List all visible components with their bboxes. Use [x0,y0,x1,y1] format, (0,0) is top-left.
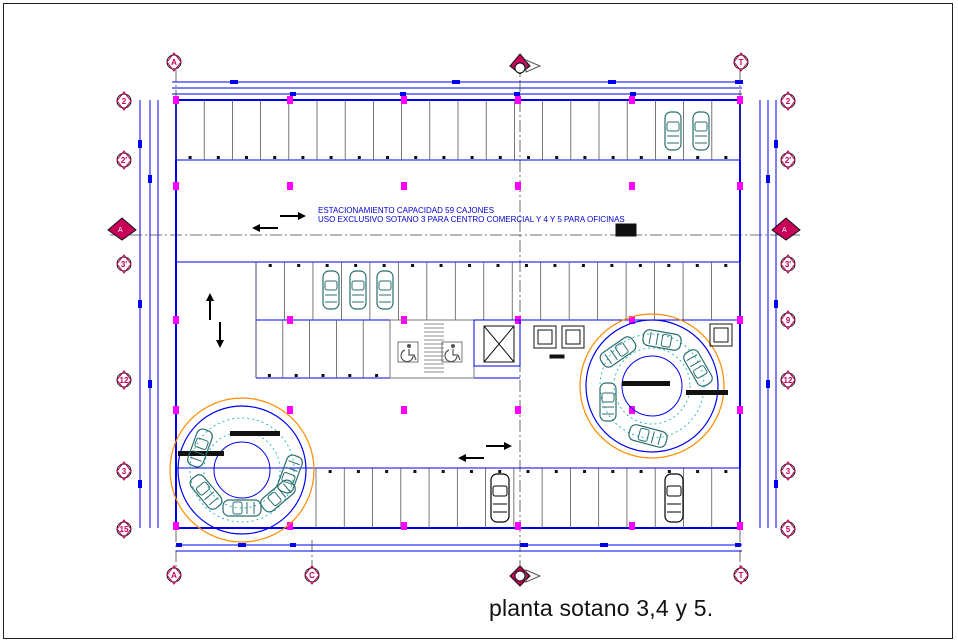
axis-marker-left: 15 [116,519,132,539]
svg-text:15: 15 [120,525,129,534]
axis-marker-right: 3' [780,254,796,274]
car-icon [275,452,305,496]
section-marker-right: A [771,217,801,241]
svg-text:2: 2 [786,97,791,106]
axis-marker-left: 12 [116,370,132,390]
dimension-ticks [138,80,778,547]
section-marker-top [509,53,542,75]
car-icon [599,382,617,422]
car-icon [222,499,262,517]
axis-marker-top-a: A [166,52,182,72]
section-marker-right-label: A [782,227,787,234]
car-icon [626,422,670,450]
section-marker-bottom [509,565,542,587]
svg-text:T: T [739,58,744,67]
svg-text:12: 12 [120,376,129,385]
svg-text:2': 2' [121,156,127,165]
axis-marker-right: 12 [780,370,796,390]
drawing-title: planta sotano 3,4 y 5. [489,595,714,621]
car-icon [641,328,683,352]
svg-text:2: 2 [122,97,127,106]
svg-text:3: 3 [122,467,127,476]
svg-text:A: A [171,58,177,67]
axis-marker-right: 3 [780,461,796,481]
car-icon [187,471,225,513]
columns [173,96,743,530]
axis-marker-left: 3' [116,254,132,274]
axis-marker-right: 2 [780,91,796,111]
axis-marker-left: 3 [116,461,132,481]
axis-marker-right: 2' [780,150,796,170]
section-marker-left: A [107,217,137,241]
axis-marker-right: 9 [780,310,796,330]
svg-text:T: T [739,571,744,580]
axis-marker-bottom-a: A [166,565,182,585]
traffic-arrows [206,212,512,462]
svg-text:3: 3 [786,467,791,476]
capacity-note: ESTACIONAMIENTO CAPACIDAD 59 CAJONES [318,206,494,215]
stair-core [389,223,733,379]
svg-text:9: 9 [786,316,791,325]
parking-stalls [175,100,741,528]
svg-text:A: A [171,571,177,580]
accessible-parking-icon [441,341,463,363]
svg-text:2': 2' [785,156,791,165]
axis-marker-left: 2 [116,91,132,111]
accessible-parking-icon [397,341,419,363]
dimension-lines [139,81,777,552]
axis-marker-bottom-t: T [733,565,749,585]
wheel-stops [188,156,728,473]
svg-text:12: 12 [784,376,793,385]
ramp-right [579,313,728,459]
axis-marker-bottom-c: C [304,565,320,585]
section-marker-left-label: A [118,227,123,234]
drawing-frame [3,3,953,639]
svg-text:3': 3' [121,260,127,269]
svg-text:3': 3' [785,260,791,269]
axis-marker-right: 5 [780,519,796,539]
ramp-left [169,397,315,543]
axis-marker-left: 2' [116,150,132,170]
svg-text:C: C [309,571,315,580]
svg-text:5: 5 [786,525,791,534]
usage-note: USO EXCLUSIVO SOTANO 3 PARA CENTRO COMER… [318,215,625,224]
axis-markers: A T A C T 2 2' 3 12 3' 15 2 2' 3' 9 12 3 5 [116,52,796,585]
axis-marker-top-t: T [733,52,749,72]
